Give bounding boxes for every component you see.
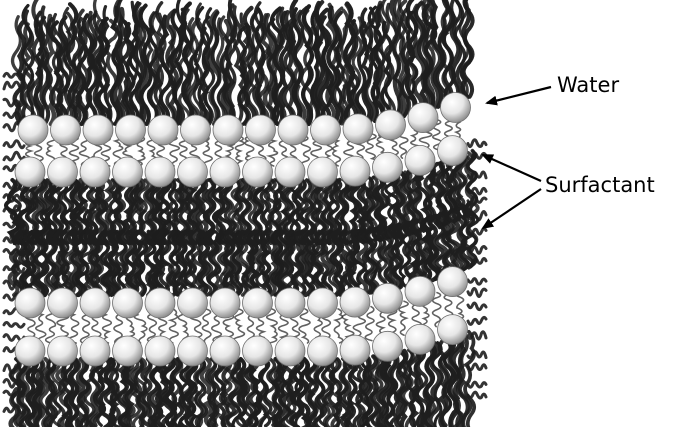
tail-chain-edge: [468, 140, 486, 147]
surfactant-headgroup: [373, 283, 403, 313]
surfactant-headgroup: [376, 110, 406, 140]
surfactant-headgroup: [80, 336, 110, 366]
surfactant-headgroup: [308, 157, 338, 187]
surfactant-headgroup: [51, 115, 81, 145]
surfactant-headgroup: [373, 331, 403, 361]
tail-chain-edge: [468, 392, 486, 398]
surfactant-headgroup: [243, 288, 273, 318]
surfactant-headgroup: [275, 288, 305, 318]
surfactant-headgroup: [210, 336, 240, 366]
surfactant-headgroup: [113, 157, 143, 187]
surfactant-headgroup: [15, 288, 45, 318]
surfactant-headgroup: [308, 288, 338, 318]
tail-chain-thin: [299, 309, 310, 343]
surfactant-headgroup: [405, 324, 435, 354]
surfactant-headgroup: [148, 115, 178, 145]
surfactant-headgroup: [48, 157, 78, 187]
surfactant-headgroup: [340, 335, 370, 365]
surfactant-headgroup: [210, 288, 240, 318]
tail-chain-edge: [468, 288, 486, 296]
tail-chain-edge: [468, 188, 486, 194]
surfactant-headgroup: [145, 288, 175, 318]
surfactant-headgroup: [373, 152, 403, 182]
tail-chain-thin: [170, 309, 179, 343]
surfactant-headgroup: [438, 315, 468, 345]
surfactant-headgroup: [246, 115, 276, 145]
surfactant-label: Surfactant: [545, 173, 655, 197]
surfactant-headgroup: [343, 114, 373, 144]
surfactant-headgroup: [438, 267, 468, 297]
surfactant-headgroup: [113, 288, 143, 318]
surfactant-headgroup: [116, 115, 146, 145]
tail-chain-edge: [4, 152, 24, 160]
tail-chain-edge: [468, 364, 486, 370]
surfactant-headgroup: [178, 288, 208, 318]
surfactant-headgroup: [178, 157, 208, 187]
surfactant-tails-top: [13, 0, 473, 166]
surfactant-headgroup: [441, 93, 471, 123]
surfactant-arrow-upper: [483, 155, 541, 181]
surfactant-headgroup: [48, 336, 78, 366]
surfactant-headgroup: [15, 157, 45, 187]
tail-chain-edge: [468, 352, 486, 358]
surfactant-headgroup: [275, 336, 305, 366]
tail-chain-edge: [468, 382, 486, 387]
surfactant-headgroup: [408, 103, 438, 133]
tail-chain-edge: [4, 322, 24, 327]
tail-chain-edge: [468, 317, 486, 324]
surfactant-headgroup: [113, 336, 143, 366]
tail-chain-edge: [468, 279, 486, 285]
surfactant-headgroup: [80, 288, 110, 318]
surfactant-headgroup: [48, 288, 78, 318]
surfactant-headgroup: [18, 115, 48, 145]
tail-chain-edge: [468, 303, 486, 310]
surfactant-headgroup: [308, 336, 338, 366]
surfactant-headgroup: [210, 157, 240, 187]
water-label: Water: [557, 73, 619, 97]
surfactant-headgroup: [278, 115, 308, 145]
surfactant-headgroup: [145, 336, 175, 366]
surfactant-headgroup: [80, 157, 110, 187]
surfactant-headgroup: [213, 115, 243, 145]
surfactant-arrow-lower: [483, 189, 541, 228]
surfactant-headgroup: [438, 136, 468, 166]
surfactant-headgroup: [178, 336, 208, 366]
surfactant-headgroup: [405, 145, 435, 175]
water-arrow: [487, 87, 551, 103]
surfactant-headgroup: [311, 115, 341, 145]
tail-chain-thin: [267, 309, 277, 343]
surfactant-headgroup: [181, 115, 211, 145]
surfactant-headgroup: [243, 157, 273, 187]
tail-chain-thin: [334, 309, 342, 343]
surfactant-headgroup: [15, 336, 45, 366]
tail-chain-edge: [4, 141, 24, 148]
surfactant-headgroup: [243, 336, 273, 366]
surfactant-headgroup: [340, 287, 370, 317]
surfactant-headgroup: [340, 156, 370, 186]
surfactant-headgroup: [275, 157, 305, 187]
surfactant-headgroup: [405, 276, 435, 306]
surfactant-tails-bottom: [10, 285, 474, 427]
tail-chain-thin: [202, 309, 211, 343]
surfactant-headgroup: [145, 157, 175, 187]
surfactant-headgroup: [83, 115, 113, 145]
